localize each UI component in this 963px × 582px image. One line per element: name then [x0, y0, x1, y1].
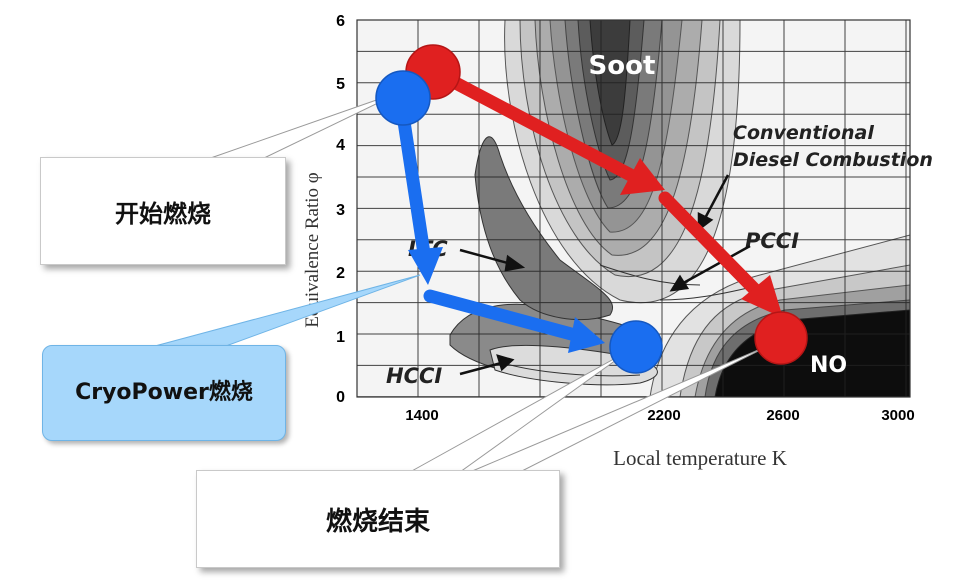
end-combustion-text: 燃烧结束	[325, 506, 430, 537]
y-tick-label: 6	[336, 13, 345, 30]
x-tick-label: 2200	[647, 407, 680, 424]
hcci-label: HCCI	[386, 364, 442, 388]
x-tick-label: 1400	[405, 407, 438, 424]
end-combustion-callout: 燃烧结束	[196, 470, 560, 568]
y-axis-title: Equivalence Ratio φ	[302, 172, 323, 328]
red-combustion-path	[443, 73, 783, 318]
conventional-label: Conventional	[733, 122, 874, 144]
x-tick-label: 2600	[766, 407, 799, 424]
y-tick-label: 0	[336, 389, 345, 406]
soot-label: Soot	[589, 51, 656, 81]
y-tick-label: 5	[336, 76, 345, 93]
y-tick-label: 1	[336, 329, 345, 346]
y-tick-label: 3	[336, 202, 345, 219]
start-combustion-text: 开始燃烧	[115, 199, 211, 228]
cryopower-combustion-text: CryoPower燃烧	[75, 380, 253, 405]
diesel-combustion-label: Diesel Combustion	[733, 149, 933, 171]
blue-end-marker	[609, 320, 663, 374]
cryopower-combustion-callout: CryoPower燃烧	[42, 345, 286, 441]
blue-start-marker	[375, 70, 431, 126]
x-tick-label: 3000	[881, 407, 914, 424]
plot-border	[356, 19, 911, 398]
pointer-arrows	[459, 174, 751, 376]
start-combustion-callout: 开始燃烧	[40, 157, 286, 265]
no-label: NO	[810, 353, 847, 378]
y-tick-label: 2	[336, 265, 345, 282]
pcci-label: PCCI	[745, 229, 799, 253]
y-tick-label: 4	[336, 137, 345, 154]
red-end-marker	[754, 311, 808, 365]
x-axis-title: Local temperature K	[613, 446, 787, 470]
blue-cryopower-path	[396, 108, 605, 353]
